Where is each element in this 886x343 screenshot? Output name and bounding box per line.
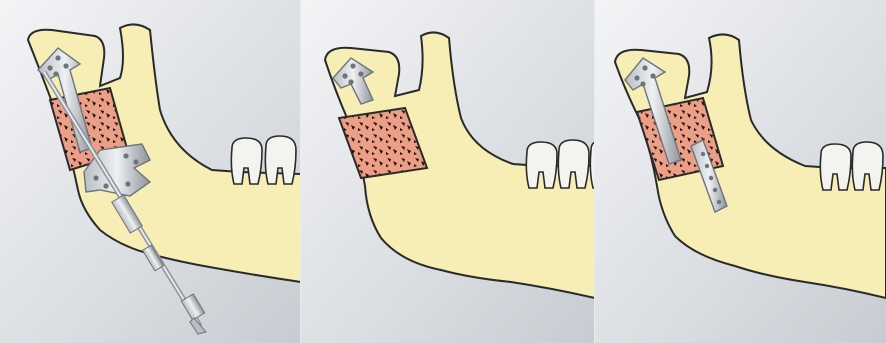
panel-2 [301,0,595,343]
panel-1-illustration [0,0,301,343]
panel-1 [0,0,301,343]
panel-3-illustration [595,0,886,343]
panel-2-illustration [301,0,595,343]
panel-3 [595,0,886,343]
teeth [526,140,595,188]
